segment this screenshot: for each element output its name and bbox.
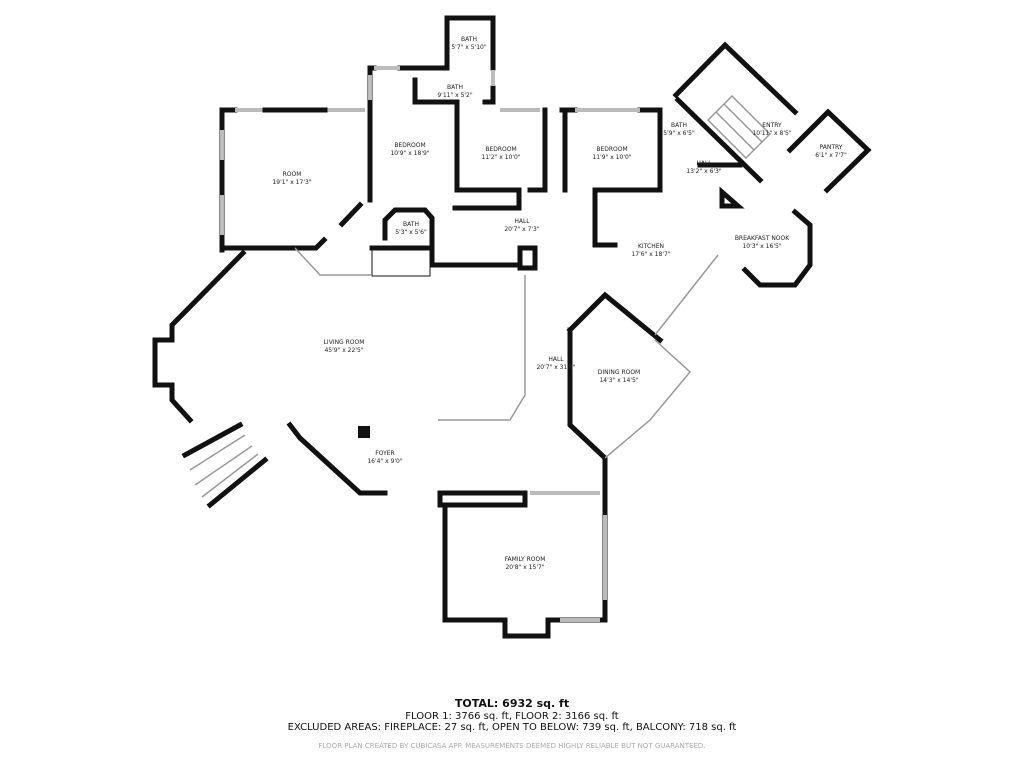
- walls: [152, 15, 872, 639]
- column: [358, 426, 370, 438]
- excluded-areas: EXCLUDED AREAS: FIREPLACE: 27 sq. ft, OP…: [287, 722, 737, 733]
- total-area: TOTAL: 6932 sq. ft: [454, 697, 570, 710]
- entry-stairs-icon: [706, 94, 772, 160]
- fireplace-icon: [371, 249, 431, 277]
- living-stairs-icon: [181, 421, 269, 509]
- disclaimer: FLOOR PLAN CREATED BY CUBICASA APP. MEAS…: [318, 742, 706, 750]
- floor-areas: FLOOR 1: 3766 sq. ft, FLOOR 2: 3166 sq. …: [405, 711, 619, 722]
